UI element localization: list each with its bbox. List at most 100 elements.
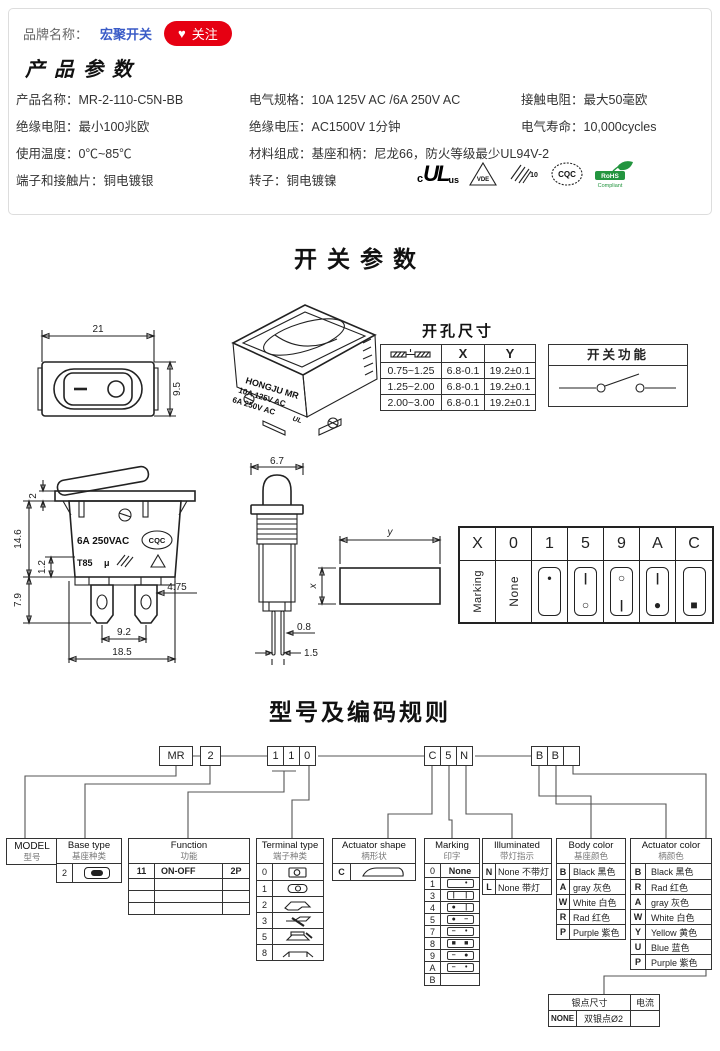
- perspective-ul-mark: UL: [292, 416, 303, 425]
- mark-row-label: Marking: [471, 570, 484, 613]
- front-cqc-mark: CQC: [149, 536, 166, 545]
- front-vde-mark: [150, 553, 166, 568]
- base-type-code: 2: [57, 864, 73, 882]
- actuator-shape-code: C: [333, 864, 351, 880]
- follow-label: 关注: [191, 27, 218, 42]
- switch-perspective-drawing: HONGJU MR 10A 125V AC 6A 250V AC UL: [231, 304, 378, 436]
- marking-code-table: X 0 1 5 9 A C Marking None • |○ ○| |● ■: [458, 526, 714, 624]
- dim-6-7: 6.7: [270, 456, 284, 467]
- dim-0-8: 0.8: [297, 622, 311, 633]
- model-table: MODEL 型号: [6, 838, 58, 865]
- spec-electrical-rating: 电气规格：10A 125V AC /6A 250V AC: [249, 93, 461, 107]
- mark-h-a: A: [640, 528, 676, 560]
- front-rating-text: 6A 250VAC: [77, 536, 129, 547]
- hole-col-x: X: [442, 345, 485, 362]
- switch-top-view-drawing: 21 9.5: [37, 324, 183, 418]
- hole-r1-x: 6.8-0.1: [442, 363, 485, 378]
- svg-text:10: 10: [530, 172, 538, 179]
- front-mu-mark: μ: [104, 558, 110, 568]
- vde-cert-icon: VDE: [468, 161, 498, 188]
- mark-h-9: 9: [604, 528, 640, 560]
- function-desc: ON-OFF: [155, 864, 223, 878]
- silver-point-table: 银点尺寸 电流 NONE 双银点Ø2: [548, 994, 660, 1027]
- front-enec-mark: [116, 554, 134, 568]
- terminal-icon-1: [273, 881, 323, 896]
- mark-h-c: C: [688, 535, 700, 552]
- mark-icon-1: •: [538, 567, 561, 616]
- code-box-mr: MR: [159, 746, 193, 766]
- switch-function-title: 开关功能: [549, 345, 687, 366]
- print-icon-4: ●|: [446, 903, 474, 912]
- hole-r2-range: 1.25~2.00: [381, 379, 442, 394]
- switch-function-box: 开关功能: [548, 344, 688, 407]
- product-card: 品牌名称： 宏聚开关 ♥ 关注 产品参数 产品名称：MR-2-110-C5N-B…: [8, 8, 712, 215]
- hole-col-y: Y: [505, 346, 515, 361]
- dim-18-5: 18.5: [112, 647, 132, 658]
- brand-row: 品牌名称： 宏聚开关 ♥ 关注: [23, 21, 232, 46]
- dim-1-5: 1.5: [304, 648, 318, 659]
- mark-icon-9: ○|: [610, 567, 633, 616]
- spec-insulation-voltage: 绝缘电压：AC1500V 1分钟: [249, 120, 401, 134]
- function-pole: 2P: [230, 866, 242, 876]
- function-code: 11: [129, 864, 155, 878]
- dim-height: 9.5: [172, 382, 183, 396]
- hole-r2-x: 6.8-0.1: [442, 379, 485, 394]
- hole-r3-x: 6.8-0.1: [442, 395, 485, 410]
- hole-r1-range: 0.75~1.25: [381, 363, 442, 378]
- mark-h-1: 1: [532, 528, 568, 560]
- svg-text:Compliant: Compliant: [598, 183, 623, 189]
- hole-r1-y: 19.2±0.1: [489, 364, 531, 377]
- dim-2: 2: [28, 493, 39, 499]
- brand-link[interactable]: 宏聚开关: [100, 27, 153, 42]
- cqc-cert-icon: CQC: [550, 161, 584, 187]
- print-icon-7: –•: [446, 927, 474, 936]
- silver-point-desc: 双银点Ø2: [577, 1011, 631, 1026]
- dim-x-label: x: [310, 583, 319, 590]
- mark-icon-a: |●: [646, 567, 669, 616]
- svg-text:RoHS: RoHS: [601, 173, 619, 180]
- follow-button[interactable]: ♥ 关注: [164, 21, 232, 46]
- hole-r3-range: 2.00~3.00: [381, 395, 442, 410]
- print-icon-9: –●: [446, 951, 474, 960]
- mark-h-0: 0: [496, 528, 532, 560]
- spec-operating-temp: 使用温度：0℃~85℃: [16, 147, 132, 161]
- hole-size-title: 开孔尺寸: [421, 323, 494, 340]
- heart-icon: ♥: [178, 26, 186, 41]
- actuator-shape-icon: [351, 864, 415, 880]
- terminal-icon-5: [273, 929, 323, 944]
- dim-14-6: 14.6: [13, 529, 24, 549]
- spec-material: 材料组成：基座和柄：尼龙66，防火等级最少UL94V-2: [249, 147, 550, 161]
- spec-product-name: 产品名称：MR-2-110-C5N-BB: [16, 93, 184, 107]
- switch-params-title: 开关参数: [294, 246, 426, 272]
- product-params-title: 产品参数: [25, 57, 141, 81]
- model-coding-title: 型号及编码规则: [269, 699, 451, 725]
- print-icon-5: ●–: [446, 915, 474, 924]
- spec-rotor-plating: 转子：铜电镀镍: [249, 174, 337, 188]
- spec-contact-resistance: 接触电阻：最大50毫欧: [521, 93, 648, 107]
- mark-icon-5: |○: [574, 567, 597, 616]
- print-icon-1: •: [446, 879, 474, 888]
- hole-r2-y: 19.2±0.1: [489, 380, 531, 393]
- hole-r3-y: 19.2±0.1: [489, 396, 531, 409]
- silver-point-title: 银点尺寸: [549, 995, 631, 1010]
- dim-y-label: y: [387, 527, 394, 538]
- terminal-icon-2: [273, 897, 323, 912]
- brand-label: 品牌名称：: [23, 27, 89, 42]
- silver-point-code: NONE: [549, 1011, 577, 1026]
- base-type-icon: [73, 864, 121, 882]
- dim-4-75: 4.75: [167, 582, 187, 593]
- spec-terminal-plating: 端子和接触片：铜电镀银: [16, 174, 154, 188]
- print-icon-3: ||: [446, 891, 474, 900]
